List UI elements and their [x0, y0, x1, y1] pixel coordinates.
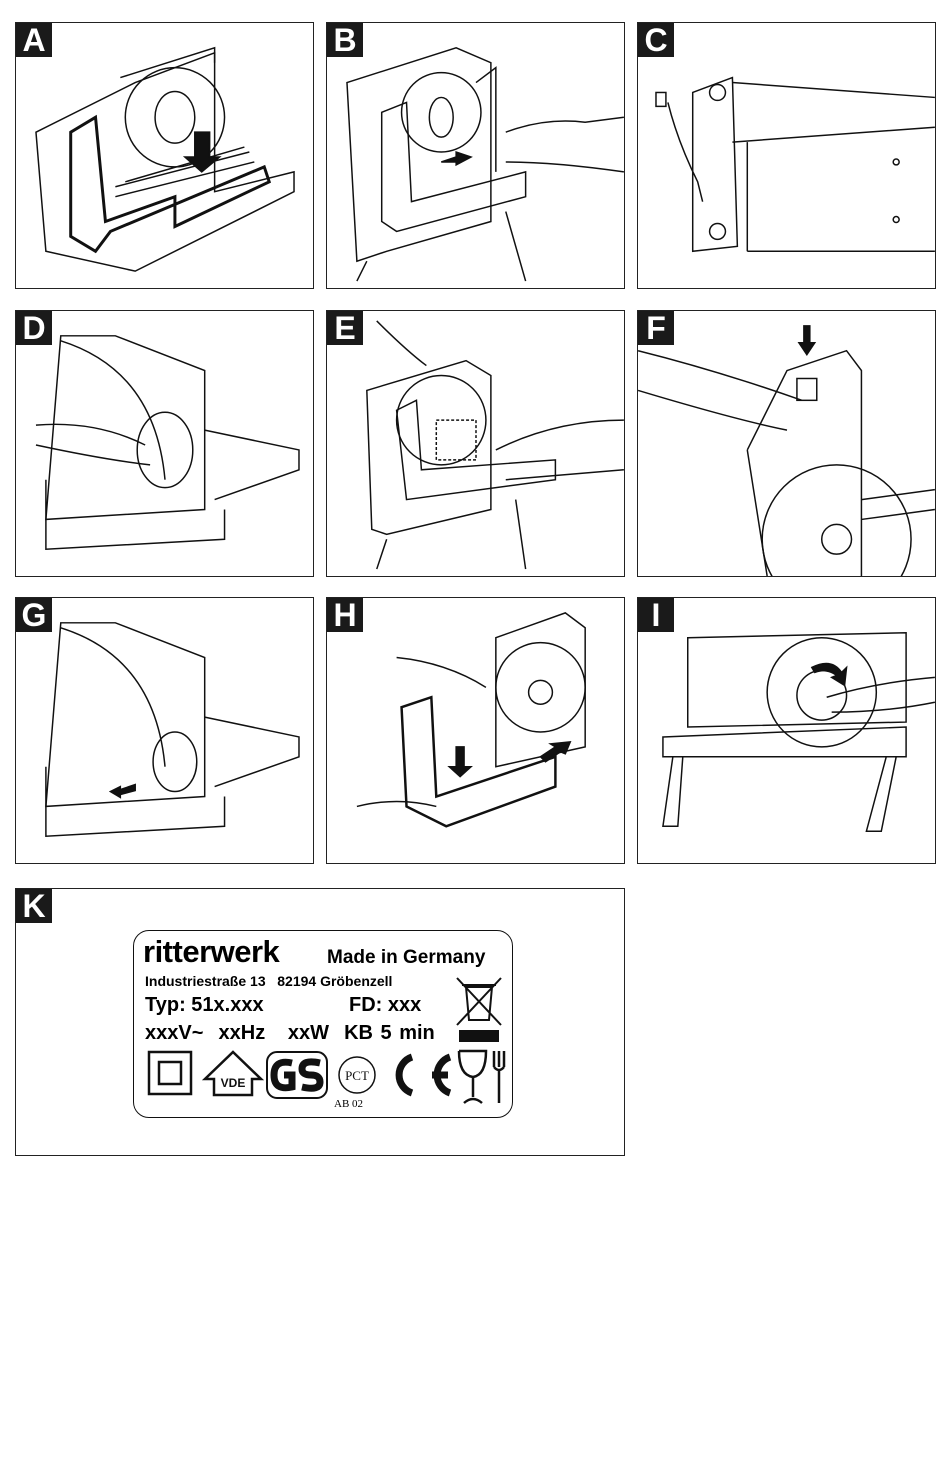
panel-letter: K [16, 889, 52, 923]
panel-c: C [637, 22, 936, 289]
double-insulation-icon [147, 1050, 193, 1096]
ce-mark-icon [395, 1053, 452, 1097]
remove-carriage-illustration [356, 612, 586, 828]
panel-letter: G [16, 598, 52, 632]
power-switch-illustration [638, 325, 935, 576]
panel-i: I [637, 597, 936, 864]
panel-a: A [15, 22, 314, 289]
panel-letter: I [638, 598, 674, 632]
panel-letter: D [16, 311, 52, 345]
slicer-carriage-slide-illustration [346, 47, 624, 282]
type-number: Typ: 51x.xxx [145, 994, 264, 1016]
panel-h: H [326, 597, 625, 864]
gost-code: AB 02 [334, 1098, 364, 1110]
panel-k: K ritterwerk Made in Germany Industriest… [15, 888, 625, 1156]
slicer-carriage-insert-illustration [35, 46, 295, 272]
reset-dial-illustration [45, 622, 300, 837]
made-in: Made in Germany [327, 947, 486, 968]
weee-bin-icon [456, 977, 502, 1042]
vde-text: VDE [221, 1076, 246, 1090]
panel-b: B [326, 22, 625, 289]
rating-plate: ritterwerk Made in Germany Industriestra… [133, 930, 513, 1118]
panel-letter: C [638, 23, 674, 57]
panel-f: F [637, 310, 936, 577]
address: Industriestraße 13 82194 Gröbenzell [145, 973, 393, 989]
cable-storage-illustration [655, 76, 935, 253]
electrical-rating: xxxV~ xxHz xxW KB 5 min [145, 1022, 435, 1044]
vde-icon: VDE [202, 1050, 264, 1097]
fd-number: FD: xxx [349, 994, 422, 1016]
panel-d: D [15, 310, 314, 577]
pct-text: PCT [345, 1068, 369, 1083]
panel-g: G [15, 597, 314, 864]
panel-letter: B [327, 23, 363, 57]
panel-letter: E [327, 311, 363, 345]
pct-mark-icon: PCT [338, 1056, 376, 1094]
brand-name: ritterwerk [143, 934, 280, 969]
panel-letter: A [16, 23, 52, 57]
gs-mark-icon [266, 1051, 328, 1099]
food-safe-icon [457, 1049, 506, 1104]
remove-blade-illustration [662, 631, 935, 832]
panel-e: E [326, 310, 625, 577]
panel-letter: H [327, 598, 363, 632]
panel-letter: F [638, 311, 674, 345]
slicing-food-illustration [366, 320, 624, 570]
thickness-dial-illustration [35, 335, 300, 550]
